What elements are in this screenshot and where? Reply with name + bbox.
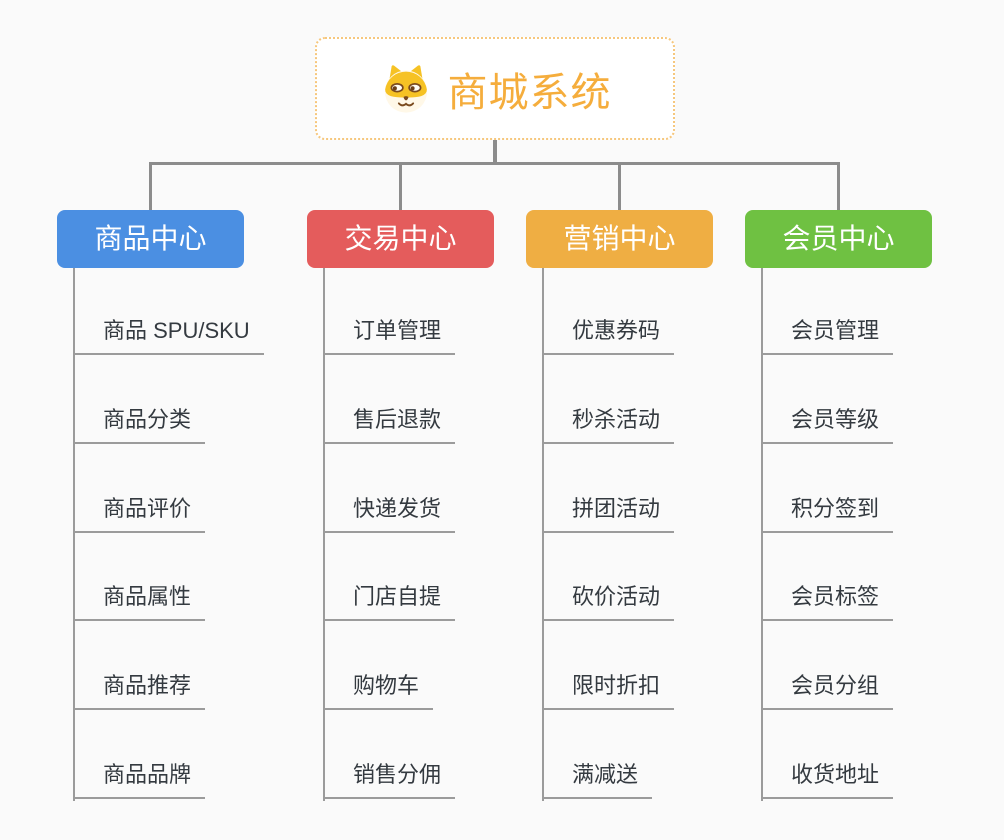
leaf-node[interactable]: 商品品牌 bbox=[73, 760, 206, 799]
shiba-dog-icon bbox=[384, 64, 427, 113]
branch-node-member-center[interactable]: 会员中心 bbox=[745, 210, 932, 268]
leaf-node[interactable]: 会员标签 bbox=[761, 582, 894, 621]
branch-line-trade-center bbox=[323, 268, 325, 801]
leaf-node[interactable]: 商品评价 bbox=[73, 494, 206, 533]
branch-node-trade-center[interactable]: 交易中心 bbox=[307, 210, 494, 268]
branch-children-product-center: 商品 SPU/SKU 商品分类 商品评价 商品属性 商品推荐 商品品牌 bbox=[57, 268, 287, 808]
leaf-node[interactable]: 销售分佣 bbox=[323, 760, 456, 799]
branch-line-marketing-center bbox=[542, 268, 544, 801]
leaf-node[interactable]: 售后退款 bbox=[323, 405, 456, 444]
leaf-node[interactable]: 会员等级 bbox=[761, 405, 894, 444]
connector-drop-members bbox=[837, 163, 840, 210]
leaf-node[interactable]: 商品 SPU/SKU bbox=[73, 316, 264, 355]
branch-children-member-center: 会员管理 会员等级 积分签到 会员标签 会员分组 收货地址 bbox=[745, 268, 975, 808]
leaf-node[interactable]: 快递发货 bbox=[323, 494, 456, 533]
leaf-node[interactable]: 会员分组 bbox=[761, 671, 894, 710]
leaf-node[interactable]: 满减送 bbox=[542, 760, 653, 799]
connector-root-stem bbox=[493, 140, 497, 164]
connector-drop-trade bbox=[399, 163, 402, 210]
root-node[interactable]: 商城系统 bbox=[315, 37, 675, 140]
leaf-node[interactable]: 会员管理 bbox=[761, 316, 894, 355]
leaf-node[interactable]: 订单管理 bbox=[323, 316, 456, 355]
connector-horizontal-bar bbox=[149, 162, 840, 165]
leaf-node[interactable]: 积分签到 bbox=[761, 494, 894, 533]
connector-drop-products bbox=[149, 163, 152, 210]
branch-node-marketing-center[interactable]: 营销中心 bbox=[526, 210, 713, 268]
branch-node-product-center[interactable]: 商品中心 bbox=[57, 210, 244, 268]
branch-children-trade-center: 订单管理 售后退款 快递发货 门店自提 购物车 销售分佣 bbox=[307, 268, 537, 808]
leaf-node[interactable]: 拼团活动 bbox=[542, 494, 675, 533]
leaf-node[interactable]: 秒杀活动 bbox=[542, 405, 675, 444]
connector-drop-marketing bbox=[618, 163, 621, 210]
leaf-node[interactable]: 购物车 bbox=[323, 671, 434, 710]
leaf-node[interactable]: 砍价活动 bbox=[542, 582, 675, 621]
leaf-node[interactable]: 商品属性 bbox=[73, 582, 206, 621]
leaf-node[interactable]: 商品分类 bbox=[73, 405, 206, 444]
branch-children-marketing-center: 优惠券码 秒杀活动 拼团活动 砍价活动 限时折扣 满减送 bbox=[526, 268, 756, 808]
leaf-node[interactable]: 收货地址 bbox=[761, 760, 894, 799]
branch-line-product-center bbox=[73, 268, 75, 801]
leaf-node[interactable]: 限时折扣 bbox=[542, 671, 675, 710]
branch-line-member-center bbox=[761, 268, 763, 801]
leaf-node[interactable]: 门店自提 bbox=[323, 582, 456, 621]
leaf-node[interactable]: 商品推荐 bbox=[73, 671, 206, 710]
root-node-label: 商城系统 bbox=[447, 70, 612, 115]
leaf-node[interactable]: 优惠券码 bbox=[542, 316, 675, 355]
